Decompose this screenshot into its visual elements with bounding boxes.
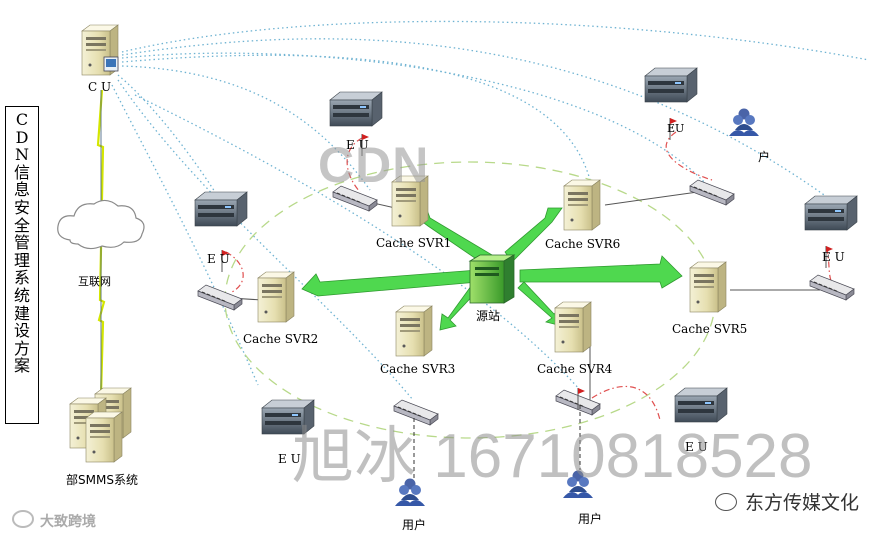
watermark-wechat: 东方传媒文化 xyxy=(715,488,859,515)
title-char: 案 xyxy=(13,356,30,376)
title-char: 设 xyxy=(13,321,30,341)
eu-rack-left xyxy=(194,191,248,227)
switch-6 xyxy=(689,179,735,206)
source-label: 源站 xyxy=(476,309,501,323)
title-char: 建 xyxy=(13,303,30,323)
switch-2 xyxy=(197,284,243,311)
user-bottom1-label: 用户 xyxy=(402,518,427,532)
watermark-cdn: CDN xyxy=(318,137,430,193)
internet-cloud xyxy=(57,199,145,250)
title-char: 方 xyxy=(13,338,30,358)
smms-label: 部SMMS系统 xyxy=(66,473,138,487)
title-char: 系 xyxy=(13,268,30,288)
title-char: 安 xyxy=(13,197,30,217)
source-server xyxy=(468,254,516,304)
cache-server-6 xyxy=(563,179,601,231)
user-bottom2-label: 用户 xyxy=(578,512,603,526)
cache6-label: Cache SVR6 xyxy=(545,237,621,251)
title-char: 信 xyxy=(13,162,30,182)
users-icon-topright xyxy=(729,108,759,136)
eu-rack-top xyxy=(329,91,383,127)
eu-bottomleft-label: E U xyxy=(278,452,301,466)
cache1-label: Cache SVR1 xyxy=(376,236,452,250)
eu-topright-label: EU xyxy=(667,122,685,135)
wechat-icon xyxy=(715,493,737,511)
title-char: 管 xyxy=(13,233,30,253)
cache3-label: Cache SVR3 xyxy=(380,362,456,376)
smms-servers xyxy=(69,387,132,463)
internet-label: 互联网 xyxy=(78,275,111,288)
title-char: 息 xyxy=(13,180,30,200)
title-char: 全 xyxy=(13,215,30,235)
eu-top-label: E U xyxy=(346,138,369,152)
title-char: N xyxy=(15,145,29,165)
wechat-account-name: 东方传媒文化 xyxy=(745,492,860,514)
distribution-arrows xyxy=(301,206,683,331)
title-char: C xyxy=(15,110,29,129)
cu-label: C U xyxy=(88,80,112,94)
cache5-label: Cache SVR5 xyxy=(672,322,748,336)
cache-server-4 xyxy=(554,301,592,353)
cache-server-2 xyxy=(257,271,295,323)
corner-logo-text: 大致跨境 xyxy=(40,514,96,530)
user-topright-label: 户 xyxy=(758,150,771,164)
watermark-corner: 大致跨境 xyxy=(12,510,96,531)
eu-control-links xyxy=(225,131,833,421)
title-char: 统 xyxy=(13,285,30,305)
title-char: D xyxy=(15,127,29,147)
corner-logo-icon xyxy=(12,510,34,528)
cache-server-5 xyxy=(689,261,727,313)
eu-rack-topright xyxy=(644,67,698,103)
eu-bottomright-label: E U xyxy=(685,440,708,454)
eu-right-label: E U xyxy=(822,250,845,264)
cache4-label: Cache SVR4 xyxy=(537,362,613,376)
cache-server-3 xyxy=(395,305,433,357)
cu-server xyxy=(81,24,119,76)
watermark-phone: 旭冰 16710818528 xyxy=(292,422,813,491)
switch-5 xyxy=(809,274,855,301)
title-char: 理 xyxy=(13,250,30,270)
eu-left-label: E U xyxy=(207,252,230,266)
cache2-label: Cache SVR2 xyxy=(243,332,319,346)
eu-rack-right xyxy=(804,195,858,231)
